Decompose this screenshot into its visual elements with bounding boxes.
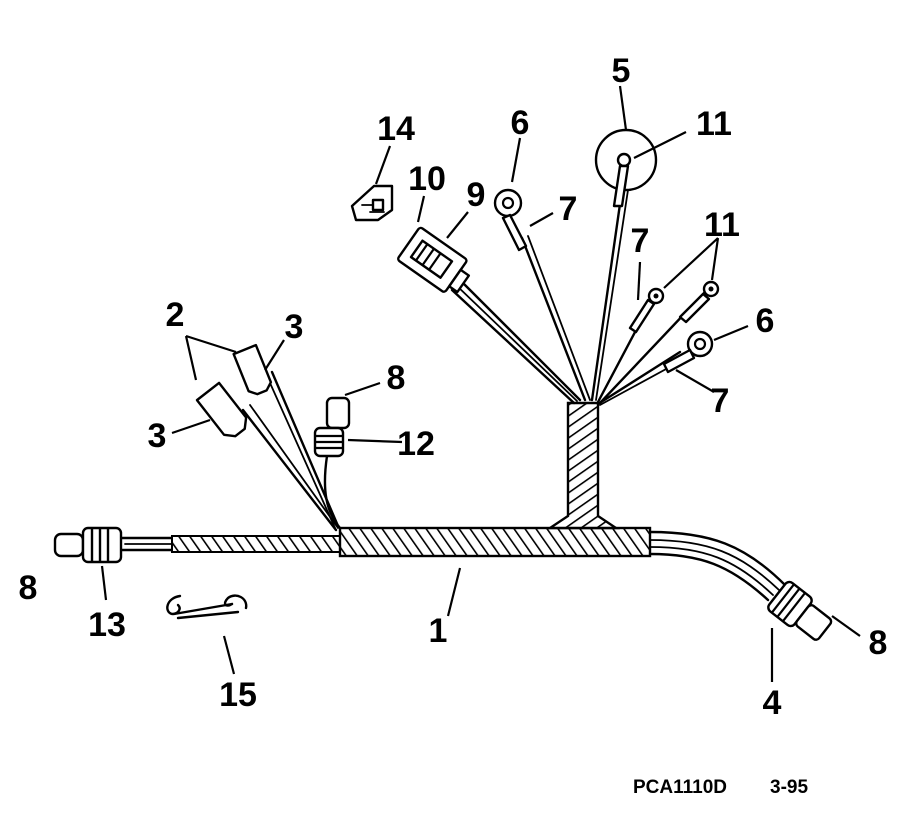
footer: PCA1110D 3-95 xyxy=(633,777,808,798)
revision-date: 3-95 xyxy=(770,777,808,798)
boot-connector-12 xyxy=(313,396,351,458)
right-cable xyxy=(648,530,787,602)
callout-7-mid: 7 xyxy=(631,222,650,260)
main-harness xyxy=(120,401,652,558)
callout-2: 2 xyxy=(166,296,185,334)
callout-8-left-top: 8 xyxy=(387,359,406,397)
callout-13: 13 xyxy=(88,606,126,644)
bullet-terminal-lower xyxy=(195,381,248,438)
callout-11-top: 11 xyxy=(696,105,732,143)
ring-terminal-lower xyxy=(662,330,714,374)
callout-11-right: 11 xyxy=(704,206,740,244)
connector-9-10 xyxy=(397,226,471,294)
small-terminal-a xyxy=(628,287,665,334)
upper-branch-wires xyxy=(450,188,707,406)
ring-terminal-upper xyxy=(493,188,528,252)
callout-14: 14 xyxy=(377,110,415,148)
bullet-terminal-upper xyxy=(232,343,273,396)
callout-7-upper: 7 xyxy=(559,190,578,228)
callout-10: 10 xyxy=(408,160,446,198)
callout-15: 15 xyxy=(219,676,257,714)
left-branch-wires xyxy=(241,370,342,532)
connector-clip-14 xyxy=(350,184,394,222)
small-terminal-b xyxy=(678,280,720,324)
callout-6-lower: 6 xyxy=(756,302,775,340)
callouts: 1 2 3 3 4 5 6 6 7 7 7 8 8 8 9 10 11 11 1… xyxy=(19,52,888,722)
callout-8-right: 8 xyxy=(869,624,888,662)
part-code: PCA1110D xyxy=(633,777,727,798)
right-grommet xyxy=(767,580,833,641)
left-connector xyxy=(53,526,123,564)
spring-clip-15 xyxy=(166,594,248,620)
callout-9: 9 xyxy=(467,176,486,214)
callout-7-lower: 7 xyxy=(711,382,730,420)
leader-lines xyxy=(100,85,861,682)
callout-3-lower: 3 xyxy=(148,417,167,455)
grommet-5 xyxy=(594,128,658,208)
callout-12: 12 xyxy=(397,425,435,463)
callout-8-left: 8 xyxy=(19,569,38,607)
callout-3-upper: 3 xyxy=(285,308,304,346)
callout-5: 5 xyxy=(612,52,631,90)
callout-1: 1 xyxy=(429,612,448,650)
callout-4: 4 xyxy=(763,684,782,722)
callout-6-upper: 6 xyxy=(511,104,530,142)
